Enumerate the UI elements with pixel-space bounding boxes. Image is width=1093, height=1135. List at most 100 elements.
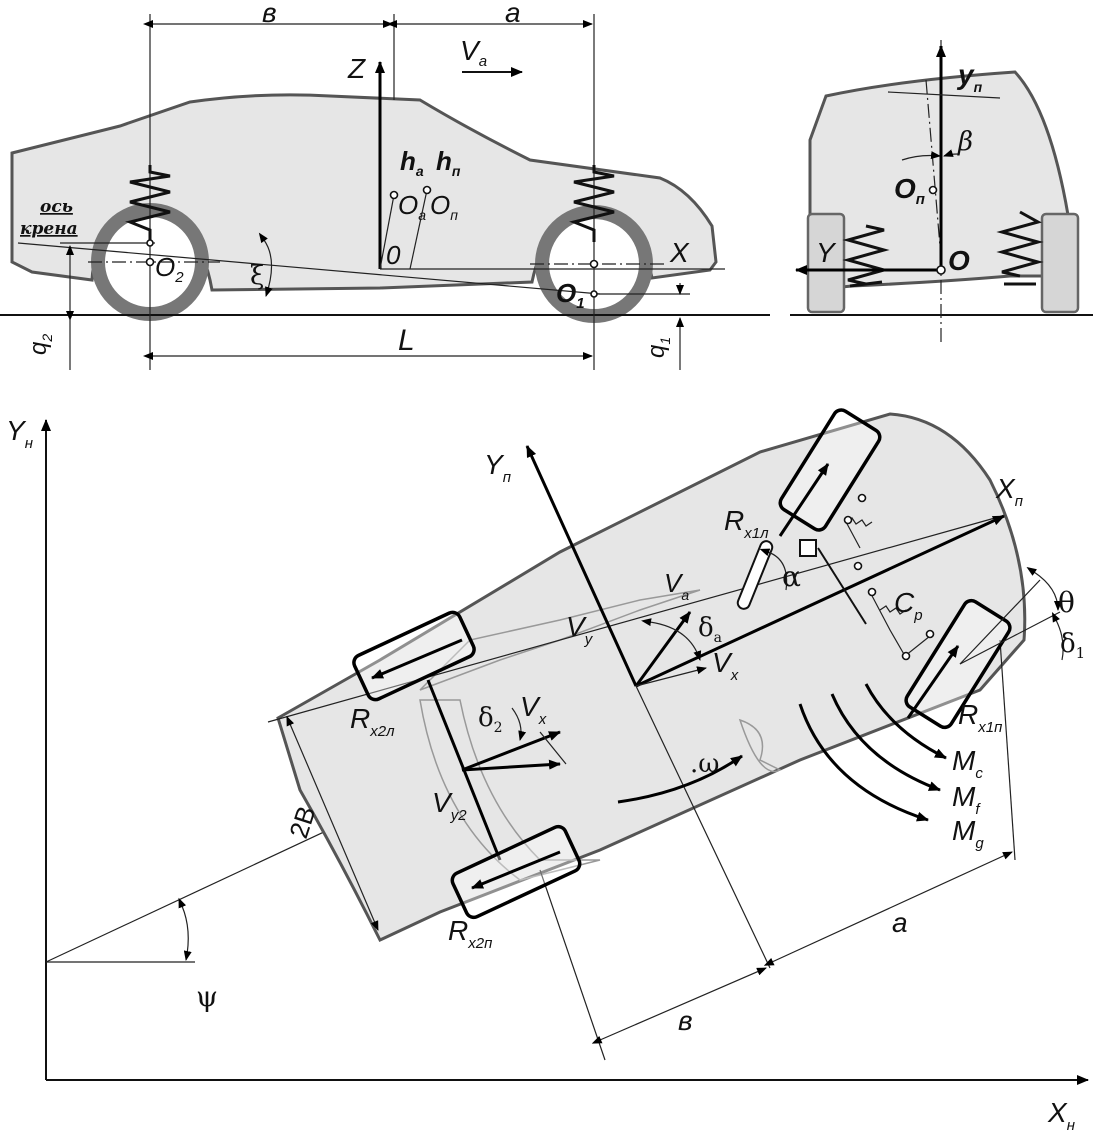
rear-view-tilt-line <box>925 79 943 271</box>
steering-box <box>799 539 817 557</box>
linkage-point-6 <box>853 561 863 571</box>
rear-view-right-spring <box>996 210 1044 278</box>
oa-label: Oа <box>398 190 426 223</box>
rear-origin-label: O <box>948 245 970 276</box>
psi-label: ψ <box>196 980 218 1013</box>
linkage-point-2 <box>843 515 853 525</box>
steering-rack <box>817 547 867 625</box>
rear-y-label: yп <box>956 59 983 95</box>
o1-label: O1 <box>556 278 585 312</box>
rear-view-right-tyre <box>1040 212 1080 314</box>
plan-window-outline <box>419 589 782 881</box>
q2-label: q2 <box>25 334 55 355</box>
rear-op-label: Oп <box>894 173 925 208</box>
rear-axle-dim-line <box>539 869 606 1061</box>
rear-wheel-centre <box>145 257 155 267</box>
yn-label: Yн <box>6 415 33 452</box>
front-axle-dim-line <box>999 639 1016 861</box>
ha-label: hа <box>400 146 424 179</box>
rear-view-origin-point <box>936 265 946 275</box>
omega-arrow <box>617 754 743 804</box>
front-spring <box>569 165 615 242</box>
mc-arc <box>864 683 947 760</box>
delta2-arc <box>511 707 527 741</box>
delta1-label: δ1 <box>1060 629 1085 662</box>
steering-spring-2 <box>879 605 907 615</box>
cp-label: Cр <box>894 587 923 624</box>
xi-label: ξ <box>250 261 264 291</box>
rear-view-left-spring <box>842 224 890 286</box>
vy2-label: Vу2 <box>432 787 467 824</box>
delta1-arc <box>1051 611 1064 661</box>
front-wheel-velocity <box>959 611 1061 665</box>
plan-dim-b-arrow <box>591 967 767 1044</box>
vy-label: Vу <box>566 611 594 648</box>
hp-label: hп <box>436 146 461 179</box>
hp-line <box>409 189 428 270</box>
front-roll-point <box>590 290 598 298</box>
linkage-point-1 <box>857 493 867 503</box>
vx2-label: Vx <box>520 691 547 728</box>
mf-label: Mf <box>952 781 981 818</box>
length-label: L <box>398 324 415 357</box>
two-b-arrow <box>286 715 379 931</box>
car-longitudinal-axis <box>267 515 1003 723</box>
roll-axis-label-1: ось <box>40 197 73 217</box>
rx2p-label: Rx2п <box>448 915 492 952</box>
rear-view-op-point <box>928 185 938 195</box>
theta-arc <box>1026 567 1062 611</box>
steering-wheel-plan <box>736 540 774 610</box>
xi-arc <box>258 232 273 297</box>
mf-arc <box>830 693 941 792</box>
cg-lateral-line <box>635 685 771 969</box>
va-label: Vа <box>460 35 487 70</box>
rx2l-label: Rx2л <box>350 703 395 740</box>
op-label: Oп <box>430 190 458 223</box>
rx1p-arrow <box>906 645 960 719</box>
rx1l-arrow <box>778 463 830 537</box>
v2-resultant-arrow <box>461 759 561 772</box>
z-axis-label: Z <box>347 53 366 84</box>
side-view: в а Z Vа hа hп Oа Oп 0 X ось крена O2 O1… <box>0 0 770 370</box>
mg-arc <box>798 703 929 822</box>
beta-label: β <box>957 127 973 157</box>
delta-a-label: δа <box>698 613 722 646</box>
cg-point <box>389 190 399 200</box>
va-plan-label: Vа <box>664 568 689 603</box>
dim-a-label: а <box>505 0 521 28</box>
alpha-arc <box>759 548 788 591</box>
plan-view: Yн Xн ψ <box>6 408 1089 1134</box>
yp-axis <box>525 445 638 687</box>
xn-label: Xн <box>1047 1097 1075 1134</box>
theta-label: θ <box>1058 586 1075 619</box>
rx2l-arrow <box>371 638 463 680</box>
front-wheel-centre <box>589 259 599 269</box>
psi-arc <box>178 897 192 961</box>
vx2-arrow <box>461 730 561 772</box>
rear-spring <box>125 165 171 242</box>
alpha-label: α <box>782 560 801 593</box>
delta-a-arc <box>641 618 702 661</box>
roll-axis-line <box>17 242 601 295</box>
rear-right-wheel-plan <box>450 824 582 920</box>
rear-view-beta-line <box>887 91 1001 99</box>
origin-label: 0 <box>386 240 401 270</box>
rear-view-left-tyre <box>806 212 846 314</box>
dim-b-label: в <box>262 0 277 28</box>
rx1l-label: Rx1л <box>724 505 769 542</box>
delta2-label: δ2 <box>478 703 503 736</box>
rear-view: yп β Oп Y O <box>790 40 1093 345</box>
rear-roll-point <box>146 239 154 247</box>
steering-links <box>844 519 931 657</box>
rear-Y-label: Y <box>816 237 837 268</box>
plan-dim-b-label: в <box>678 1005 693 1036</box>
rx2p-arrow <box>471 850 561 890</box>
car-rear-body <box>808 70 1070 292</box>
omega-label: .ω <box>690 749 719 779</box>
beta-arc-left <box>901 151 941 161</box>
xp-label: Xп <box>995 473 1023 510</box>
mc-label: Mc <box>952 745 983 782</box>
yp-label: Yп <box>484 449 511 486</box>
